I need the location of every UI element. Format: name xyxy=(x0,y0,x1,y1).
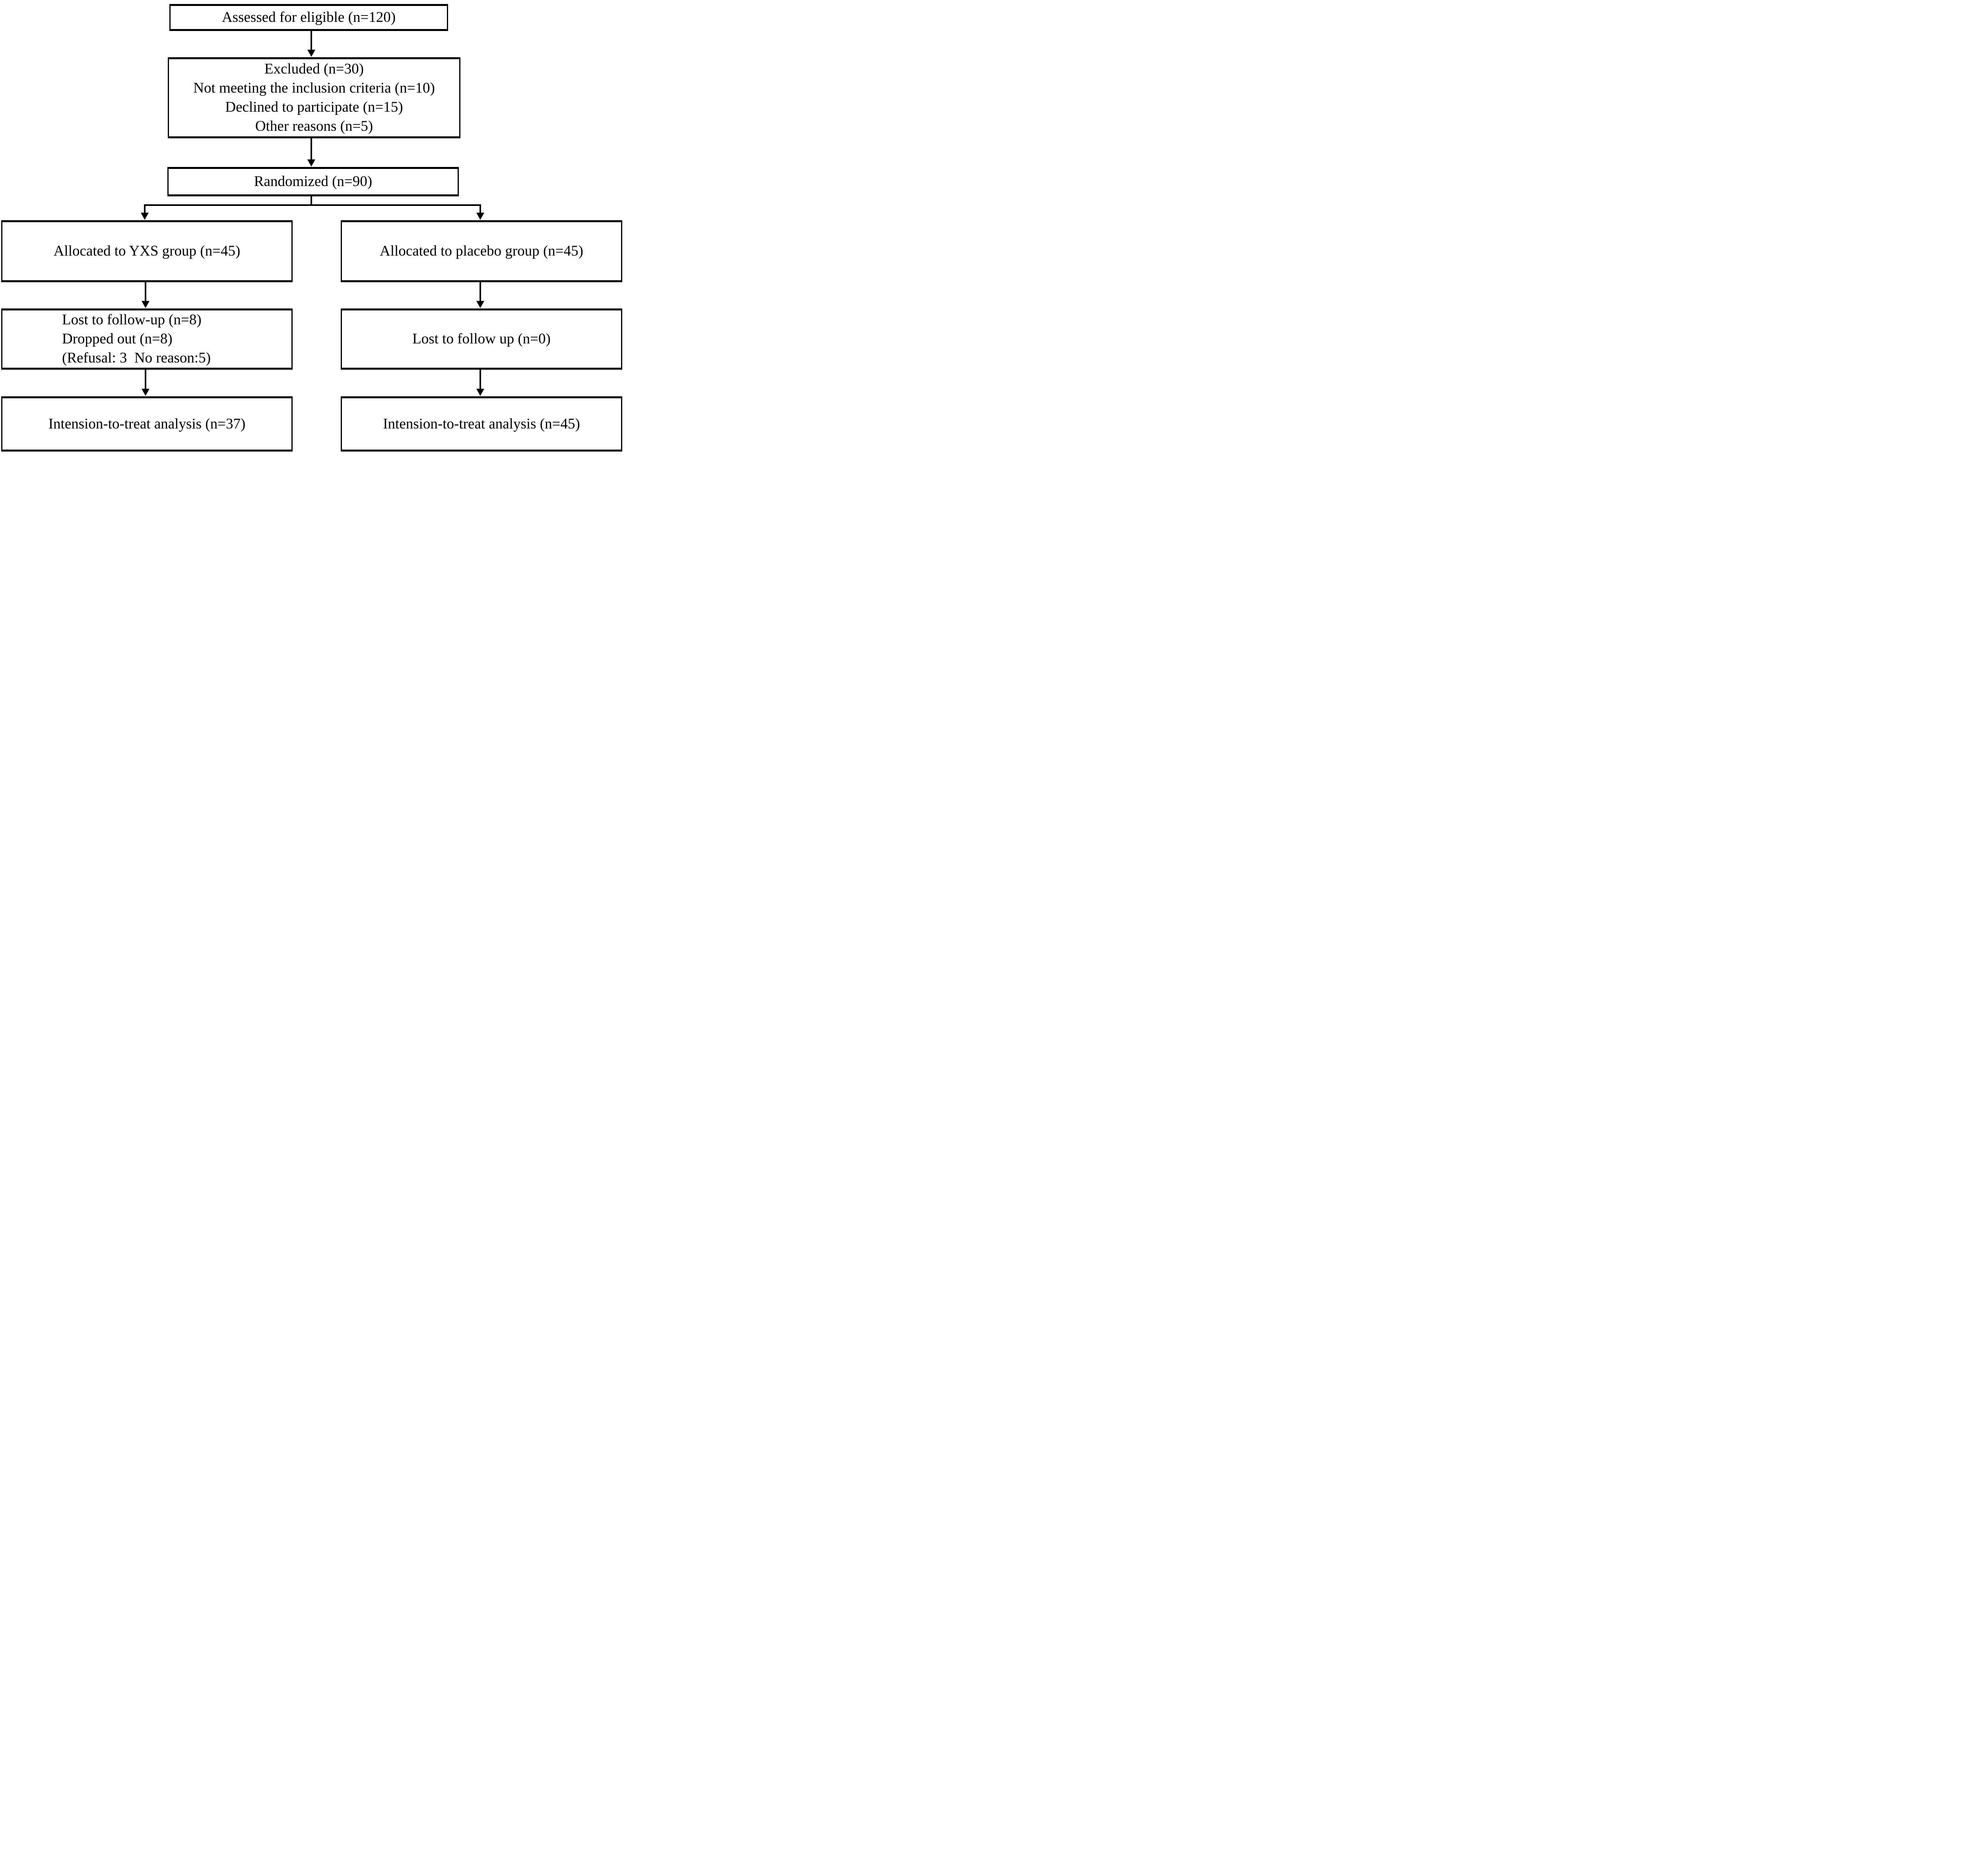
text-line: Randomized (n=90) xyxy=(254,173,373,190)
box-randomized: Randomized (n=90) xyxy=(167,167,459,196)
text-line: Excluded (n=30) xyxy=(264,61,364,77)
box-lost-followup-placebo: Lost to follow up (n=0) xyxy=(341,308,622,370)
arrow-down-excluded-to-randomized xyxy=(311,138,312,160)
connector-split-line xyxy=(144,204,481,206)
arrow-down-placebo-to-lost xyxy=(480,282,481,301)
text-line: Dropped out (n=8) xyxy=(62,331,173,347)
arrow-down-assessed-to-excluded xyxy=(311,31,312,50)
text-line: Lost to follow up (n=0) xyxy=(412,331,551,347)
arrow-down-lost-to-itt-yxs xyxy=(145,370,146,389)
box-assessed-eligible: Assessed for eligible (n=120) xyxy=(169,4,448,31)
arrow-down-split-to-yxs xyxy=(144,205,146,213)
box-excluded: Excluded (n=30) Not meeting the inclusio… xyxy=(168,57,460,138)
consort-flow-diagram: Assessed for eligible (n=120) Excluded (… xyxy=(0,0,623,455)
arrow-down-lost-to-itt-placebo xyxy=(480,370,481,389)
text-line: Not meeting the inclusion criteria (n=10… xyxy=(193,80,435,96)
text-line: Allocated to YXS group (n=45) xyxy=(53,243,241,259)
box-allocated-yxs: Allocated to YXS group (n=45) xyxy=(1,220,293,282)
text-line: Allocated to placebo group (n=45) xyxy=(380,243,583,259)
box-lost-followup-yxs: Lost to follow-up (n=8) Dropped out (n=8… xyxy=(1,308,293,370)
text-line: Lost to follow-up (n=8) xyxy=(62,312,202,328)
box-allocated-placebo: Allocated to placebo group (n=45) xyxy=(341,220,622,282)
text-line: (Refusal: 3 No reason:5) xyxy=(62,350,211,366)
text-line: Assessed for eligible (n=120) xyxy=(221,9,396,25)
arrow-down-yxs-to-lost xyxy=(145,282,146,301)
text-line: Declined to participate (n=15) xyxy=(225,99,403,115)
box-itt-analysis-yxs: Intension-to-treat analysis (n=37) xyxy=(1,396,293,452)
text-line: Intension-to-treat analysis (n=37) xyxy=(48,415,246,432)
connector-stem-randomized xyxy=(311,196,312,206)
box-itt-analysis-placebo: Intension-to-treat analysis (n=45) xyxy=(341,396,622,452)
arrow-down-split-to-placebo xyxy=(480,205,481,213)
text-line: Intension-to-treat analysis (n=45) xyxy=(383,415,580,432)
text-line: Other reasons (n=5) xyxy=(255,118,373,134)
